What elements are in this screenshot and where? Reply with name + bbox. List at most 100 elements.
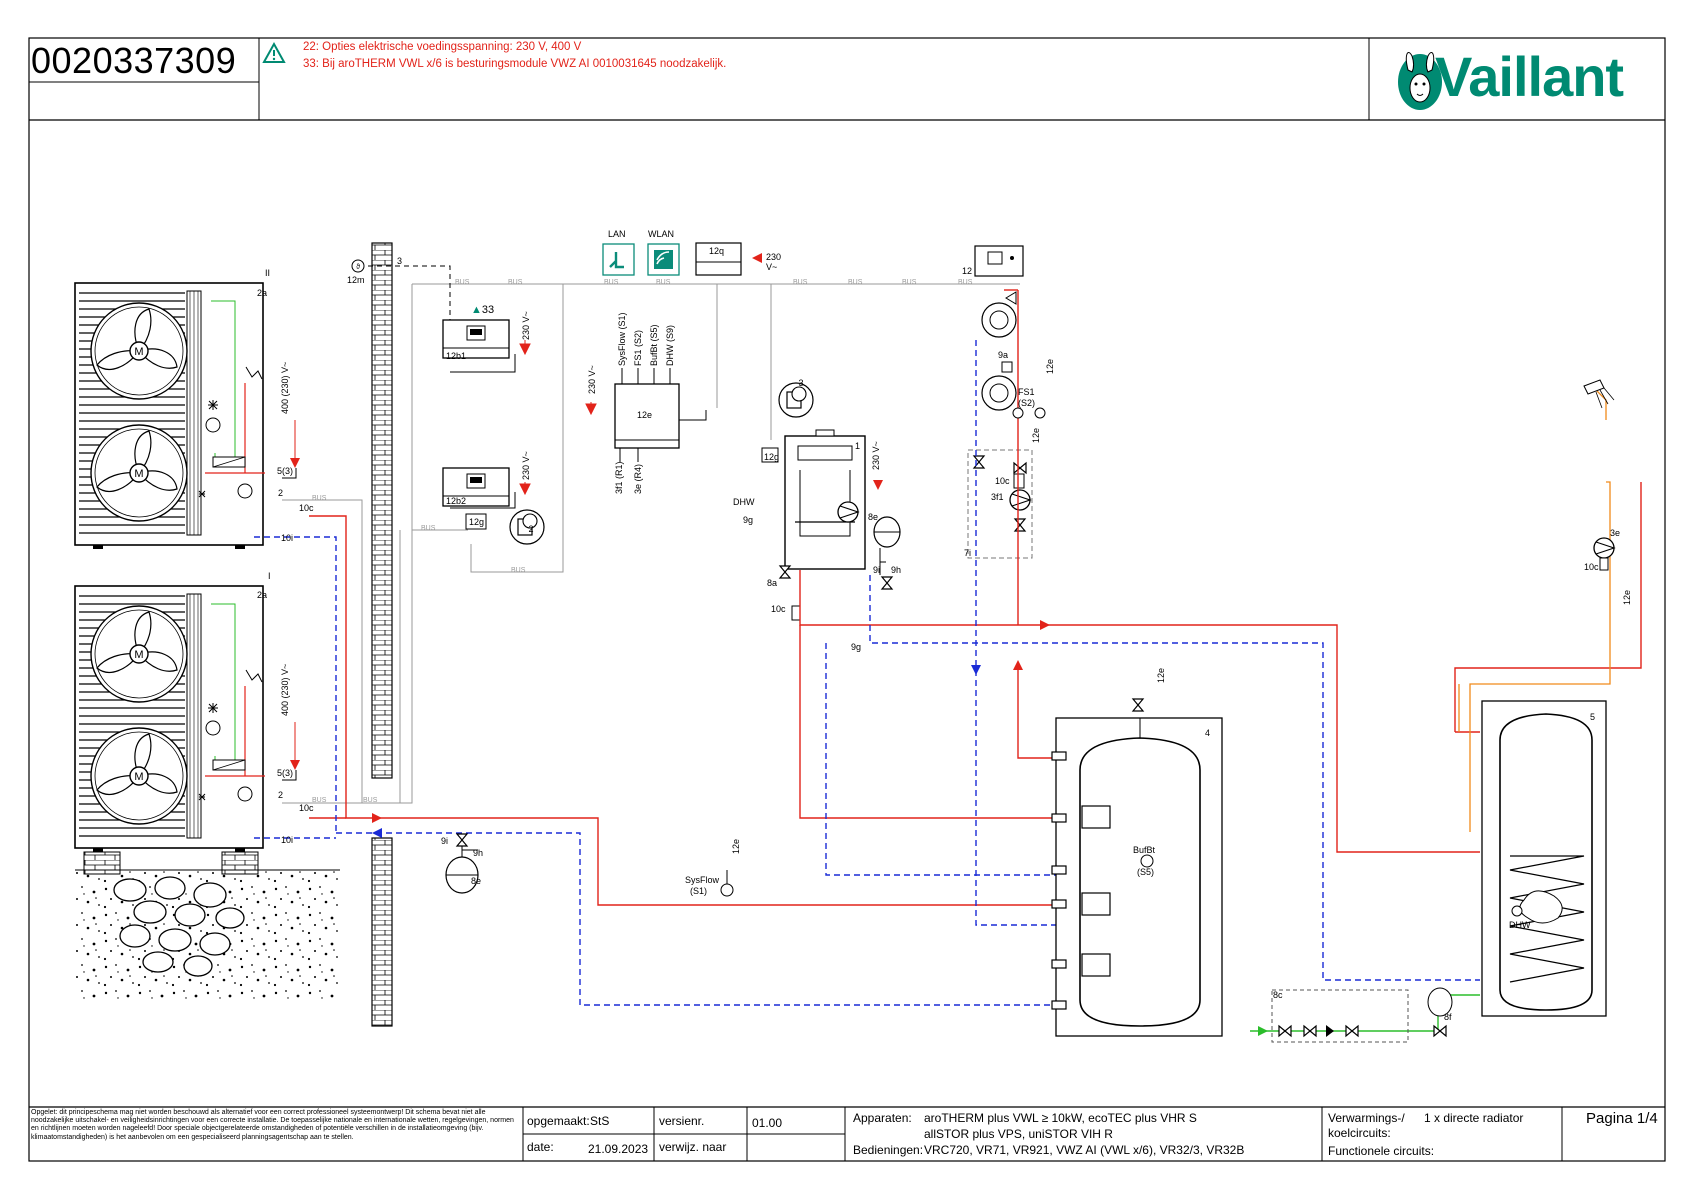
boiler-valve-10c: 10c (771, 604, 786, 614)
verwijz-label: verwijz. naar (659, 1140, 727, 1154)
verwarmings-value: 1 x directe radiator (1424, 1111, 1524, 1125)
sensor-9a: 9a (998, 350, 1009, 360)
boiler-supply: 230 V~ (871, 441, 881, 470)
hp-ii-supply: 400 (230) V~ (280, 361, 290, 414)
room-unit-label: 12 (962, 266, 973, 276)
boiler-valve-9h: 9h (891, 565, 902, 575)
boiler-dhw-label: DHW (733, 497, 755, 507)
boiler-valve-9i: 9i (873, 565, 881, 575)
hp-i-valve: 10c (299, 803, 314, 813)
module-12e (614, 383, 680, 449)
bus-label: BUS (455, 279, 470, 286)
bus-label: BUS (421, 525, 436, 532)
hc-cable-12e: 12e (1045, 358, 1055, 374)
verwarmings-label-1: Verwarmings-/ (1328, 1111, 1405, 1125)
hp-i-supply: 400 (230) V~ (280, 663, 290, 716)
radiator-pumps (981, 302, 1017, 411)
warning-ref-33: ▲33 (471, 304, 494, 316)
hp-ii-cable-b: 2 (278, 488, 284, 498)
bus-label: BUS (848, 279, 863, 286)
buffer-id: 4 (1205, 728, 1211, 738)
s2-label: (S2) (1018, 398, 1036, 408)
boiler-id: 1 (855, 441, 861, 451)
hp-ii-pipe: 10i (281, 533, 294, 543)
exp-valve-9h: 9h (473, 848, 484, 858)
module-12b1-label: 12b1 (446, 351, 467, 361)
hc-valve-10c: 10c (995, 476, 1010, 486)
svg-text:3: 3 (798, 378, 803, 388)
warning-line-22: 22: Opties elektrische voedingsspanning:… (303, 41, 582, 53)
bus-label: BUS (656, 279, 671, 286)
gateway-supply-label: 230 V~ (766, 252, 782, 272)
bus-label: BUS (902, 279, 917, 286)
bus-label: BUS (604, 279, 619, 286)
bedieningen-label: Bedieningen: (853, 1143, 924, 1157)
warning-line-33: 33: Bij aroTHERM VWL x/6 is besturingsmo… (303, 58, 727, 70)
hc-box-7i: 7i (964, 548, 972, 558)
boiler-1 (779, 429, 866, 579)
date-value: 21.09.2023 (588, 1142, 649, 1156)
cylinder-sensor: DHW (1509, 920, 1531, 930)
hp-i-pipe: 10i (281, 835, 294, 845)
page-label: Pagina 1/4 (1586, 1110, 1658, 1127)
sysflow-label: SysFlow (685, 875, 720, 885)
dhw-valve-10c: 10c (1584, 562, 1599, 572)
exp-valve-9i: 9i (441, 836, 449, 846)
boiler-mix-9g: 9g (851, 642, 862, 652)
bus-label: BUS (312, 495, 327, 502)
verwarmings-label-2: koelcircuits: (1328, 1126, 1391, 1140)
cylinder-id: 5 (1590, 712, 1596, 722)
exp-vessel-8e: 8e (471, 876, 482, 886)
expansion-vessel-8e (445, 838, 479, 894)
bus-label: BUS (312, 797, 327, 804)
dhw-cylinder-5 (1481, 700, 1607, 1017)
document-number: 0020337309 (31, 40, 237, 81)
svg-text:ϑ: ϑ (356, 264, 360, 271)
opgemaakt-value: StS (590, 1114, 610, 1128)
set-8c: 8c (1273, 990, 1283, 1000)
wlan-icon (647, 243, 680, 276)
valve-8f: 8f (1444, 1012, 1452, 1022)
gateway-12q (695, 242, 742, 276)
input-sysflow: SysFlow (S1) (617, 312, 627, 366)
output-3f1: 3f1 (R1) (614, 461, 624, 494)
bus-label: BUS (511, 567, 526, 574)
input-bufbt: BufBt (S5) (649, 324, 659, 366)
buffer-sensor: BufBt (1133, 845, 1156, 855)
gateway-12q-label: 12q (709, 246, 725, 256)
bus-label: BUS (508, 279, 523, 286)
bedieningen-value: VRC720, VR71, VR921, VWZ AI (VWL x/6), V… (924, 1143, 1245, 1157)
disclaimer: Opgelet: dit principeschema mag niet wor… (31, 1109, 514, 1141)
sensor-12m-label: 12m (347, 275, 365, 285)
lan-label: LAN (608, 229, 626, 239)
versienr-label: versienr. (659, 1114, 705, 1128)
buffer-tank-4 (1055, 717, 1223, 1037)
dhw-cable-12e: 12e (1622, 589, 1632, 605)
wlan-label: WLAN (648, 229, 675, 239)
input-fs1: FS1 (S2) (633, 329, 643, 366)
hp-i-roman: I (268, 571, 271, 581)
boiler-valve-8a: 8a (767, 578, 778, 588)
module-12e-supply: 230 V~ (587, 365, 597, 394)
apparaten-label: Apparaten: (853, 1111, 912, 1125)
shower-icon (1583, 379, 1615, 409)
sysflow-sub: (S1) (690, 886, 708, 896)
date-label: date: (527, 1140, 554, 1154)
hp-ii-id: 2a (257, 288, 268, 298)
apparaten-line-1: aroTHERM plus VWL ≥ 10kW, ecoTEC plus VH… (924, 1111, 1197, 1125)
outdoor-sensor-icon (509, 509, 545, 545)
warning-triangle-icon (262, 41, 286, 63)
hp-ii-roman: II (265, 268, 271, 278)
opgemaakt-label: opgemaakt: (527, 1114, 590, 1128)
small-warning-icon: ▲ (471, 304, 482, 316)
lan-icon (602, 243, 635, 276)
hp-i-cable-b: 2 (278, 790, 284, 800)
cable-3-label: 3 (397, 256, 403, 266)
fs1-label: FS1 (1018, 387, 1035, 397)
heat-pump-i (75, 586, 265, 852)
boiler-vessel-8e: 8e (868, 512, 879, 522)
hp-ii-cable-a: 5(3) (277, 466, 294, 476)
hc-cable-12e-2: 12e (1031, 427, 1041, 443)
